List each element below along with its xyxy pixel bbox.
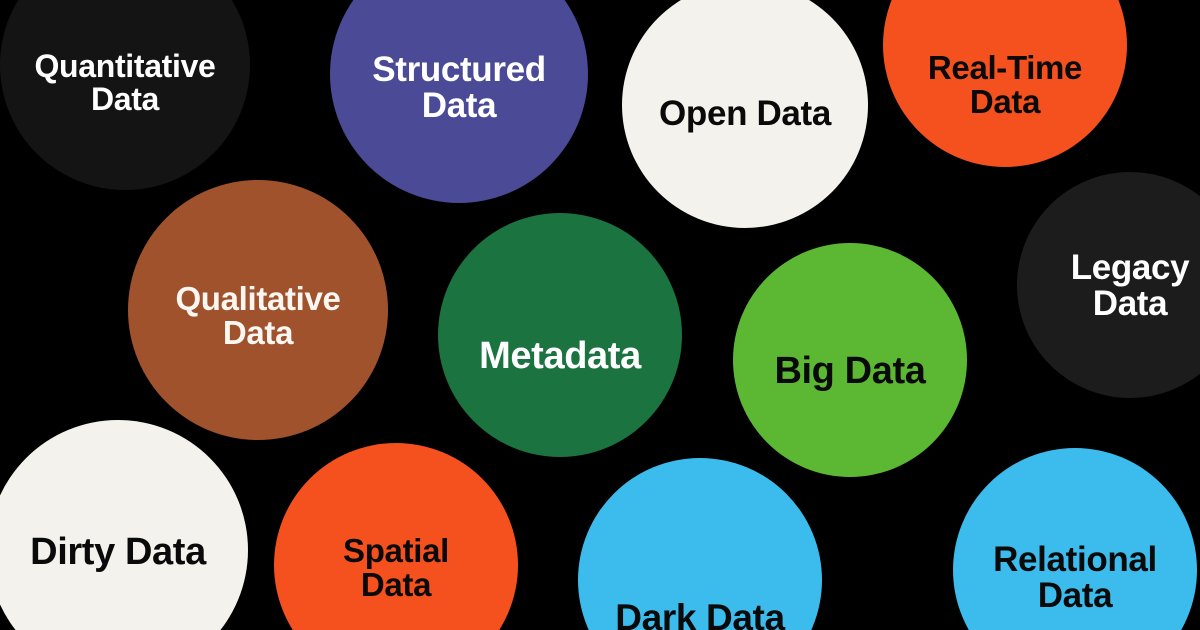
bubble-structured-data[interactable]: Structured Data — [330, 0, 588, 203]
bubble-label-metadata: Metadata — [479, 335, 641, 378]
bubble-label-big-data: Big Data — [774, 350, 926, 393]
bubble-relational-data[interactable]: Relational Data — [953, 448, 1197, 630]
bubble-label-legacy-data: Legacy Data — [1070, 247, 1190, 323]
bubble-label-relational-data: Relational Data — [993, 539, 1157, 615]
bubble-big-data[interactable]: Big Data — [733, 243, 967, 477]
bubble-dirty-data[interactable]: Dirty Data — [0, 420, 248, 630]
bubble-real-time-data[interactable]: Real-Time Data — [883, 0, 1127, 167]
bubble-qualitative-data[interactable]: Qualitative Data — [128, 180, 388, 440]
bubble-label-dark-data: Dark Data — [615, 596, 785, 630]
bubble-quantitative-data[interactable]: Quantitative Data — [0, 0, 250, 190]
bubble-label-real-time-data: Real-Time Data — [927, 48, 1083, 120]
bubble-label-structured-data: Structured Data — [372, 49, 546, 125]
bubble-label-spatial-data: Spatial Data — [343, 531, 449, 603]
bubble-spatial-data[interactable]: Spatial Data — [274, 443, 518, 630]
bubble-label-open-data: Open Data — [659, 93, 831, 133]
bubble-label-quantitative-data: Quantitative Data — [34, 47, 216, 117]
bubble-label-dirty-data: Dirty Data — [30, 531, 206, 574]
bubble-open-data[interactable]: Open Data — [622, 0, 868, 228]
bubble-legacy-data[interactable]: Legacy Data — [1017, 172, 1200, 398]
bubble-dark-data[interactable]: Dark Data — [578, 458, 822, 630]
bubble-metadata[interactable]: Metadata — [438, 213, 682, 457]
bubble-label-qualitative-data: Qualitative Data — [175, 279, 341, 351]
